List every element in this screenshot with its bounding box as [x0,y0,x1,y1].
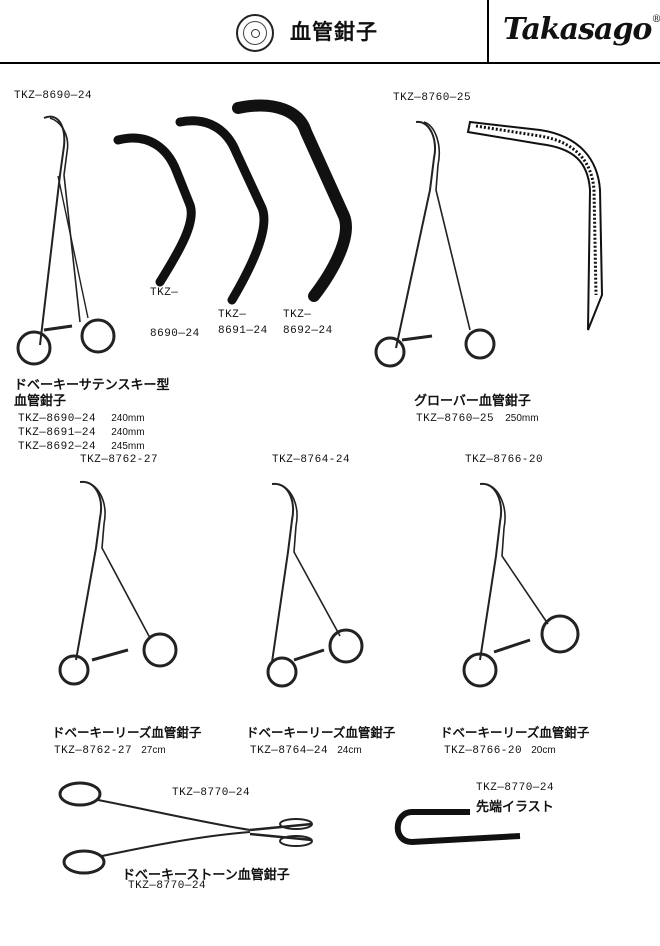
product-name-stone: ドベーキーストーン血管鉗子 [122,868,290,883]
tip-illust-label: 先端イラスト [476,800,554,815]
clamp-8760-illustration [374,120,496,368]
spec-size: 245mm [111,441,145,452]
tip-code-8690-l2: 8690―24 [150,328,200,340]
glover-tip-illustration [466,120,604,331]
item-code-8770-top: TKZ―8770―24 [172,787,251,799]
tip-profile-8691 [175,116,269,305]
tip-code-8692-l2: 8692―24 [283,325,333,337]
spec-size: 27cm [141,745,166,756]
clamp-8690-illustration [16,115,116,366]
product-name-satinsky-2: 血管鉗子 [14,394,67,409]
item-code-8764-top: TKZ―8764-24 [272,454,351,466]
tip-illust-code: TKZ―8770―24 [476,782,555,794]
spec-row-8762: TKZ―8762-27 27cm [54,738,166,757]
spec-row-8766: TKZ―8766-20 20cm [444,738,556,757]
spec-code: TKZ―8762-27 [54,745,133,757]
tip-profile-8690 [113,133,196,287]
item-code-8762-top: TKZ―8762-27 [80,454,159,466]
spec-code: TKZ―8690―24 [18,413,97,425]
clamp-8762-illustration [58,480,178,686]
spec-size: 240mm [111,413,145,424]
page-title: 血管鉗子 [290,20,378,44]
product-name-8766: ドベーキーリーズ血管鉗子 [440,725,590,740]
spec-size: 24cm [337,745,362,756]
tip-code-8692-l1: TKZ― [283,309,312,321]
spec-row-8764: TKZ―8764―24 24cm [250,738,362,757]
spec-row-8690: TKZ―8690―24 240mm [18,406,145,425]
item-code-8690-top: TKZ―8690―24 [14,90,93,102]
tip-loop-illustration [394,809,521,846]
brand-name: Takasago [503,12,652,47]
spec-code: TKZ―8760―25 [416,413,495,425]
spec-row-8692: TKZ―8692―24 245mm [18,434,145,453]
clamp-8766-illustration [462,482,580,688]
brand-mark: ® [651,14,660,25]
header-bar [0,0,660,64]
spec-code: TKZ―8691―24 [18,427,97,439]
company-seal [236,14,274,52]
product-name-satinsky-1: ドベーキーサテンスキー型 [14,378,170,393]
spec-code-8770: TKZ―8770―24 [128,880,207,892]
brand-logo: Takasago® [503,12,660,47]
tip-code-8691-l1: TKZ― [218,309,247,321]
tip-code-8691-l2: 8691―24 [218,325,268,337]
clamp-8770-illustration [58,781,313,875]
spec-size: 250mm [505,413,539,424]
item-code-8766-top: TKZ―8766-20 [465,454,544,466]
product-name-glover: グローバー血管鉗子 [414,394,531,409]
clamp-8764-illustration [266,482,364,688]
item-code-8760-top: TKZ―8760―25 [393,92,472,104]
spec-code: TKZ―8764―24 [250,745,329,757]
spec-row-8691: TKZ―8691―24 240mm [18,420,145,439]
tip-code-8690-l1: TKZ― [150,287,179,299]
tip-profile-8692 [232,99,352,302]
spec-code: TKZ―8692―24 [18,441,97,453]
header-divider [487,0,489,62]
spec-code: TKZ―8766-20 [444,745,523,757]
spec-size: 240mm [111,427,145,438]
spec-row-8760: TKZ―8760―25 250mm [416,406,539,425]
spec-size: 20cm [531,745,556,756]
product-name-8764: ドベーキーリーズ血管鉗子 [246,725,396,740]
product-name-8762: ドベーキーリーズ血管鉗子 [52,725,202,740]
